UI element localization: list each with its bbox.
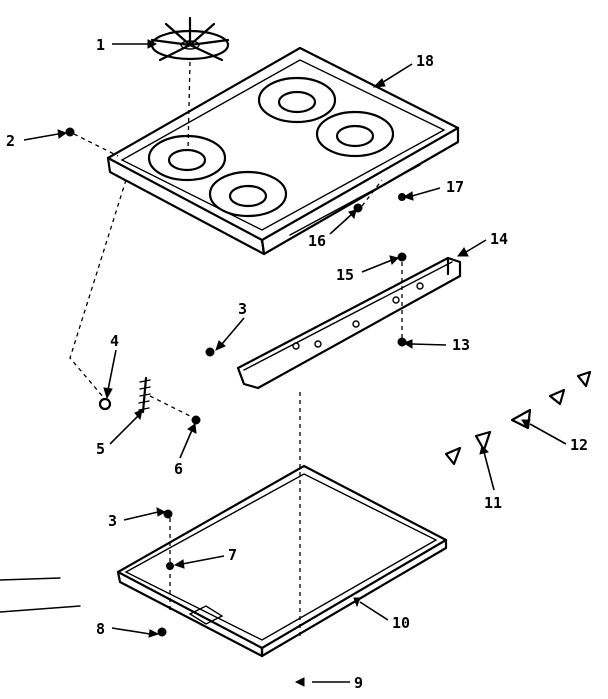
callout-15: 15 [336,266,354,284]
guide-line-2 [73,133,119,157]
callout-4: 4 [110,332,119,350]
callout-14: 14 [490,230,508,248]
part-screw-3a [205,347,215,357]
scan-edge-mark [0,577,61,581]
part-15 [397,252,407,262]
callout-3a: 3 [238,300,247,318]
callout-17: 17 [446,178,464,196]
part-cooktop [106,46,460,256]
guide-line-16 [361,179,383,207]
part-bracket-14 [236,256,462,390]
part-bottom-panel-10 [116,464,448,658]
callout-3b: 3 [108,512,117,530]
callout-1: 1 [96,36,105,54]
part-burner-grate [150,16,230,62]
callout-12: 12 [570,436,588,454]
guide-line-6 [149,395,195,419]
callout-13: 13 [452,336,470,354]
callout-8: 8 [96,620,105,638]
part-screw-2 [65,127,75,137]
callout-11: 11 [484,494,502,512]
callout-5: 5 [96,440,105,458]
callout-18: 18 [416,52,434,70]
guide-line-4 [69,179,127,399]
scan-edge-mark [0,605,81,613]
part-13 [397,337,407,347]
callout-10: 10 [392,614,410,632]
part-screw-3b [163,509,173,519]
callout-9: 9 [354,674,363,692]
callout-2: 2 [6,132,15,150]
callout-leaders [23,39,567,687]
part-knobs [444,370,592,466]
part-nut-6 [191,415,201,425]
callout-6: 6 [174,460,183,478]
part-spring-5 [138,376,151,414]
part-8 [157,627,167,637]
part-clip-4 [98,397,112,411]
callout-7: 7 [228,546,237,564]
callout-16: 16 [308,232,326,250]
